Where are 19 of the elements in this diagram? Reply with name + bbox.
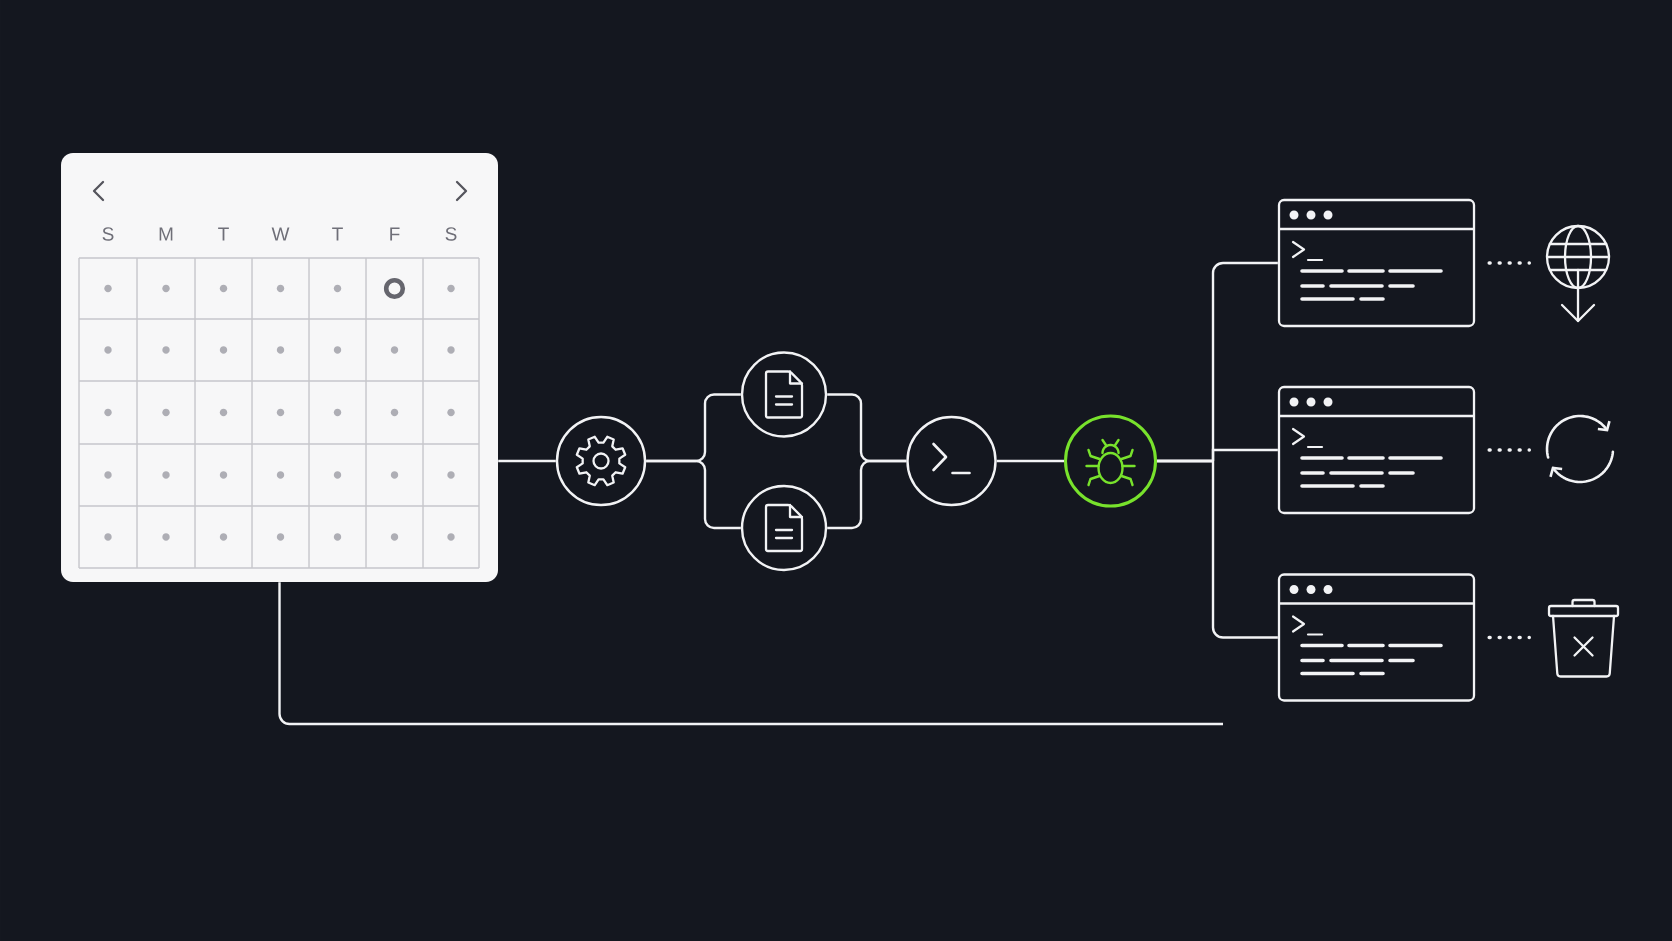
connector-line: [827, 459, 907, 530]
globe-download-icon: [1545, 224, 1611, 323]
weekday-label: F: [390, 227, 400, 241]
dotted-connector: [1487, 448, 1531, 452]
dotted-connector: [1487, 635, 1531, 640]
weekday-label: T: [332, 227, 343, 241]
weekday-label: T: [218, 227, 229, 241]
weekday-label: S: [102, 227, 114, 241]
weekday-label: S: [445, 227, 457, 241]
connector-line: [278, 582, 1223, 726]
connector-line: [1155, 459, 1280, 639]
weekday-label: W: [271, 227, 290, 241]
connector-line: [498, 459, 556, 463]
weekday-label: M: [159, 227, 173, 241]
refresh-icon: [1545, 414, 1615, 484]
connector-line: [996, 459, 1064, 463]
trash-icon: [1547, 598, 1620, 678]
dotted-connector: [1487, 261, 1531, 265]
connector-line: [646, 459, 741, 530]
